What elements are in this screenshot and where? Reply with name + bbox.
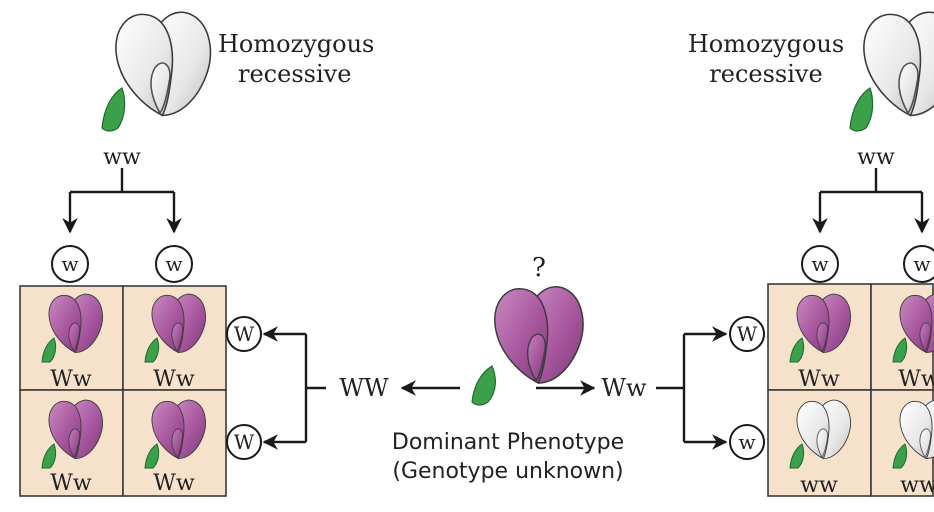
left-parent-label-line1: Homozygous <box>218 30 374 58</box>
unknown-caption-line1: Dominant Phenotype <box>392 430 624 455</box>
left-top-gamete-1 <box>51 245 89 283</box>
left-parent-label-line2: recessive <box>238 60 351 88</box>
leaf-icon <box>789 443 805 469</box>
leaf-icon <box>471 365 496 406</box>
right-side-gamete-1 <box>729 316 765 352</box>
right-cell-1-genotype: Ww <box>798 367 840 392</box>
left-side-gamete-1 <box>226 316 262 352</box>
right-top-gamete-2-label: w <box>913 252 930 276</box>
right-side-gamete-1-label: W <box>737 322 758 346</box>
right-parent-flower <box>849 11 934 132</box>
left-cell-1-genotype: Ww <box>50 367 92 392</box>
right-side-gamete-2-label: w <box>738 430 755 454</box>
left-branch-line <box>70 168 174 194</box>
leaf-icon <box>101 87 126 132</box>
left-tested-genotype: WW <box>339 374 389 402</box>
right-cell-3-genotype: ww <box>800 473 838 498</box>
right-parent-label-line2: recessive <box>709 60 822 88</box>
right-top-gamete-1 <box>801 245 839 283</box>
left-side-gamete-2-label: W <box>234 430 255 454</box>
left-top-gamete-2-label: w <box>165 252 182 276</box>
unknown-flower <box>471 286 584 406</box>
left-cell-2-genotype: Ww <box>153 367 195 392</box>
right-top-gamete-2 <box>903 245 934 283</box>
right-parent-label-line1: Homozygous <box>688 30 844 58</box>
right-cell-2-genotype: Ww <box>898 367 934 392</box>
right-punnett-square: Ww Ww ww ww <box>767 283 934 498</box>
left-parent-flower <box>101 11 212 132</box>
leaf-icon <box>41 337 57 363</box>
right-parent-genotype: ww <box>857 145 895 170</box>
right-top-gamete-1-label: w <box>811 252 828 276</box>
right-side-gamete-2 <box>729 424 765 460</box>
right-cell-4-genotype: ww <box>900 473 934 498</box>
leaf-icon <box>892 443 908 469</box>
left-top-gamete-1-label: w <box>61 252 78 276</box>
left-cell-4-genotype: Ww <box>153 471 195 496</box>
leaf-icon <box>849 87 874 132</box>
left-top-gamete-2 <box>155 245 193 283</box>
leaf-icon <box>144 337 160 363</box>
leaf-icon <box>41 443 57 469</box>
left-side-gamete-1-label: W <box>234 322 255 346</box>
leaf-icon <box>144 443 160 469</box>
question-mark: ? <box>532 253 546 283</box>
leaf-icon <box>892 337 908 363</box>
unknown-caption-line2: (Genotype unknown) <box>392 459 623 484</box>
leaf-icon <box>789 337 805 363</box>
right-branch-line <box>820 168 922 194</box>
left-side-gamete-2 <box>226 424 262 460</box>
left-punnett-square: Ww Ww Ww Ww <box>19 285 227 497</box>
left-cell-3-genotype: Ww <box>50 471 92 496</box>
right-tested-genotype: Ww <box>601 374 647 402</box>
left-parent-genotype: ww <box>103 145 141 170</box>
